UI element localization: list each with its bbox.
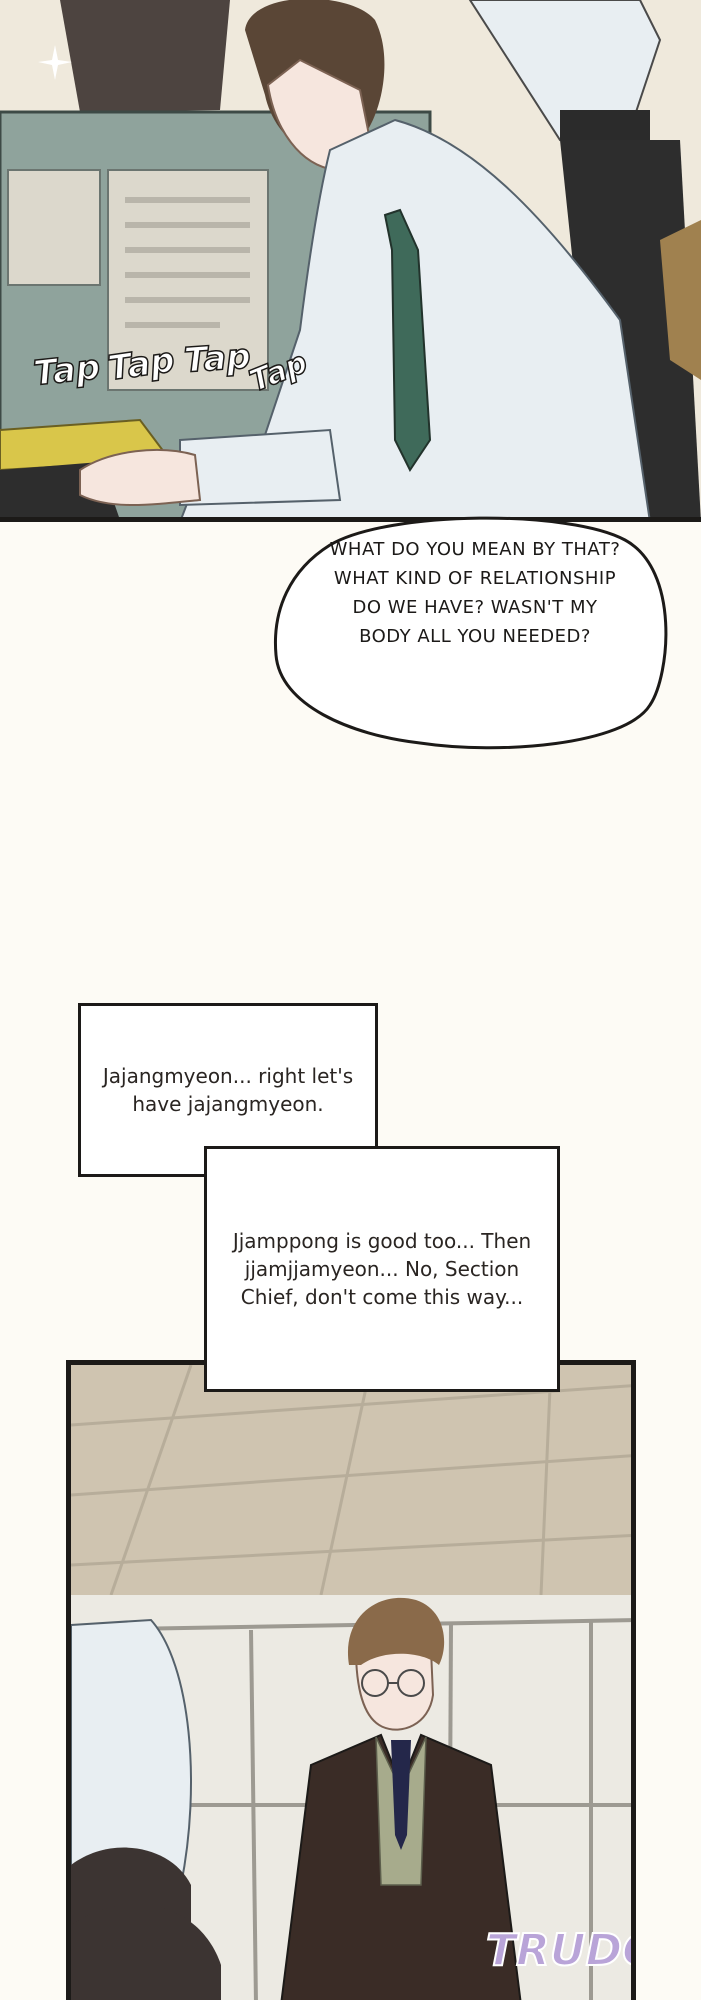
narration-box-2: Jjamppong is good too... Then jjamjjamye…	[204, 1146, 560, 1392]
office-typing-illustration: Tap Tap Tap Tap	[0, 0, 701, 517]
sfx-tap-1: Tap	[32, 347, 102, 394]
narration-text-2: Jjamppong is good too... Then jjamjjamye…	[232, 1229, 532, 1309]
speech-bubble-outline	[273, 516, 668, 750]
narration-text-1: Jajangmyeon... right let's have jajangmy…	[102, 1064, 354, 1116]
sfx-trudge: TRUDGE	[486, 1925, 636, 1976]
panel-section-chief: TRUDGE	[66, 1360, 636, 2000]
sfx-tap-3: Tap	[183, 336, 252, 381]
panel-office-typing: Tap Tap Tap Tap	[0, 0, 701, 522]
section-chief-illustration: TRUDGE	[71, 1365, 636, 2000]
speech-bubble: What do you mean by that? What kind of r…	[270, 515, 676, 751]
speech-bubble-text: What do you mean by that? What kind of r…	[329, 539, 621, 647]
